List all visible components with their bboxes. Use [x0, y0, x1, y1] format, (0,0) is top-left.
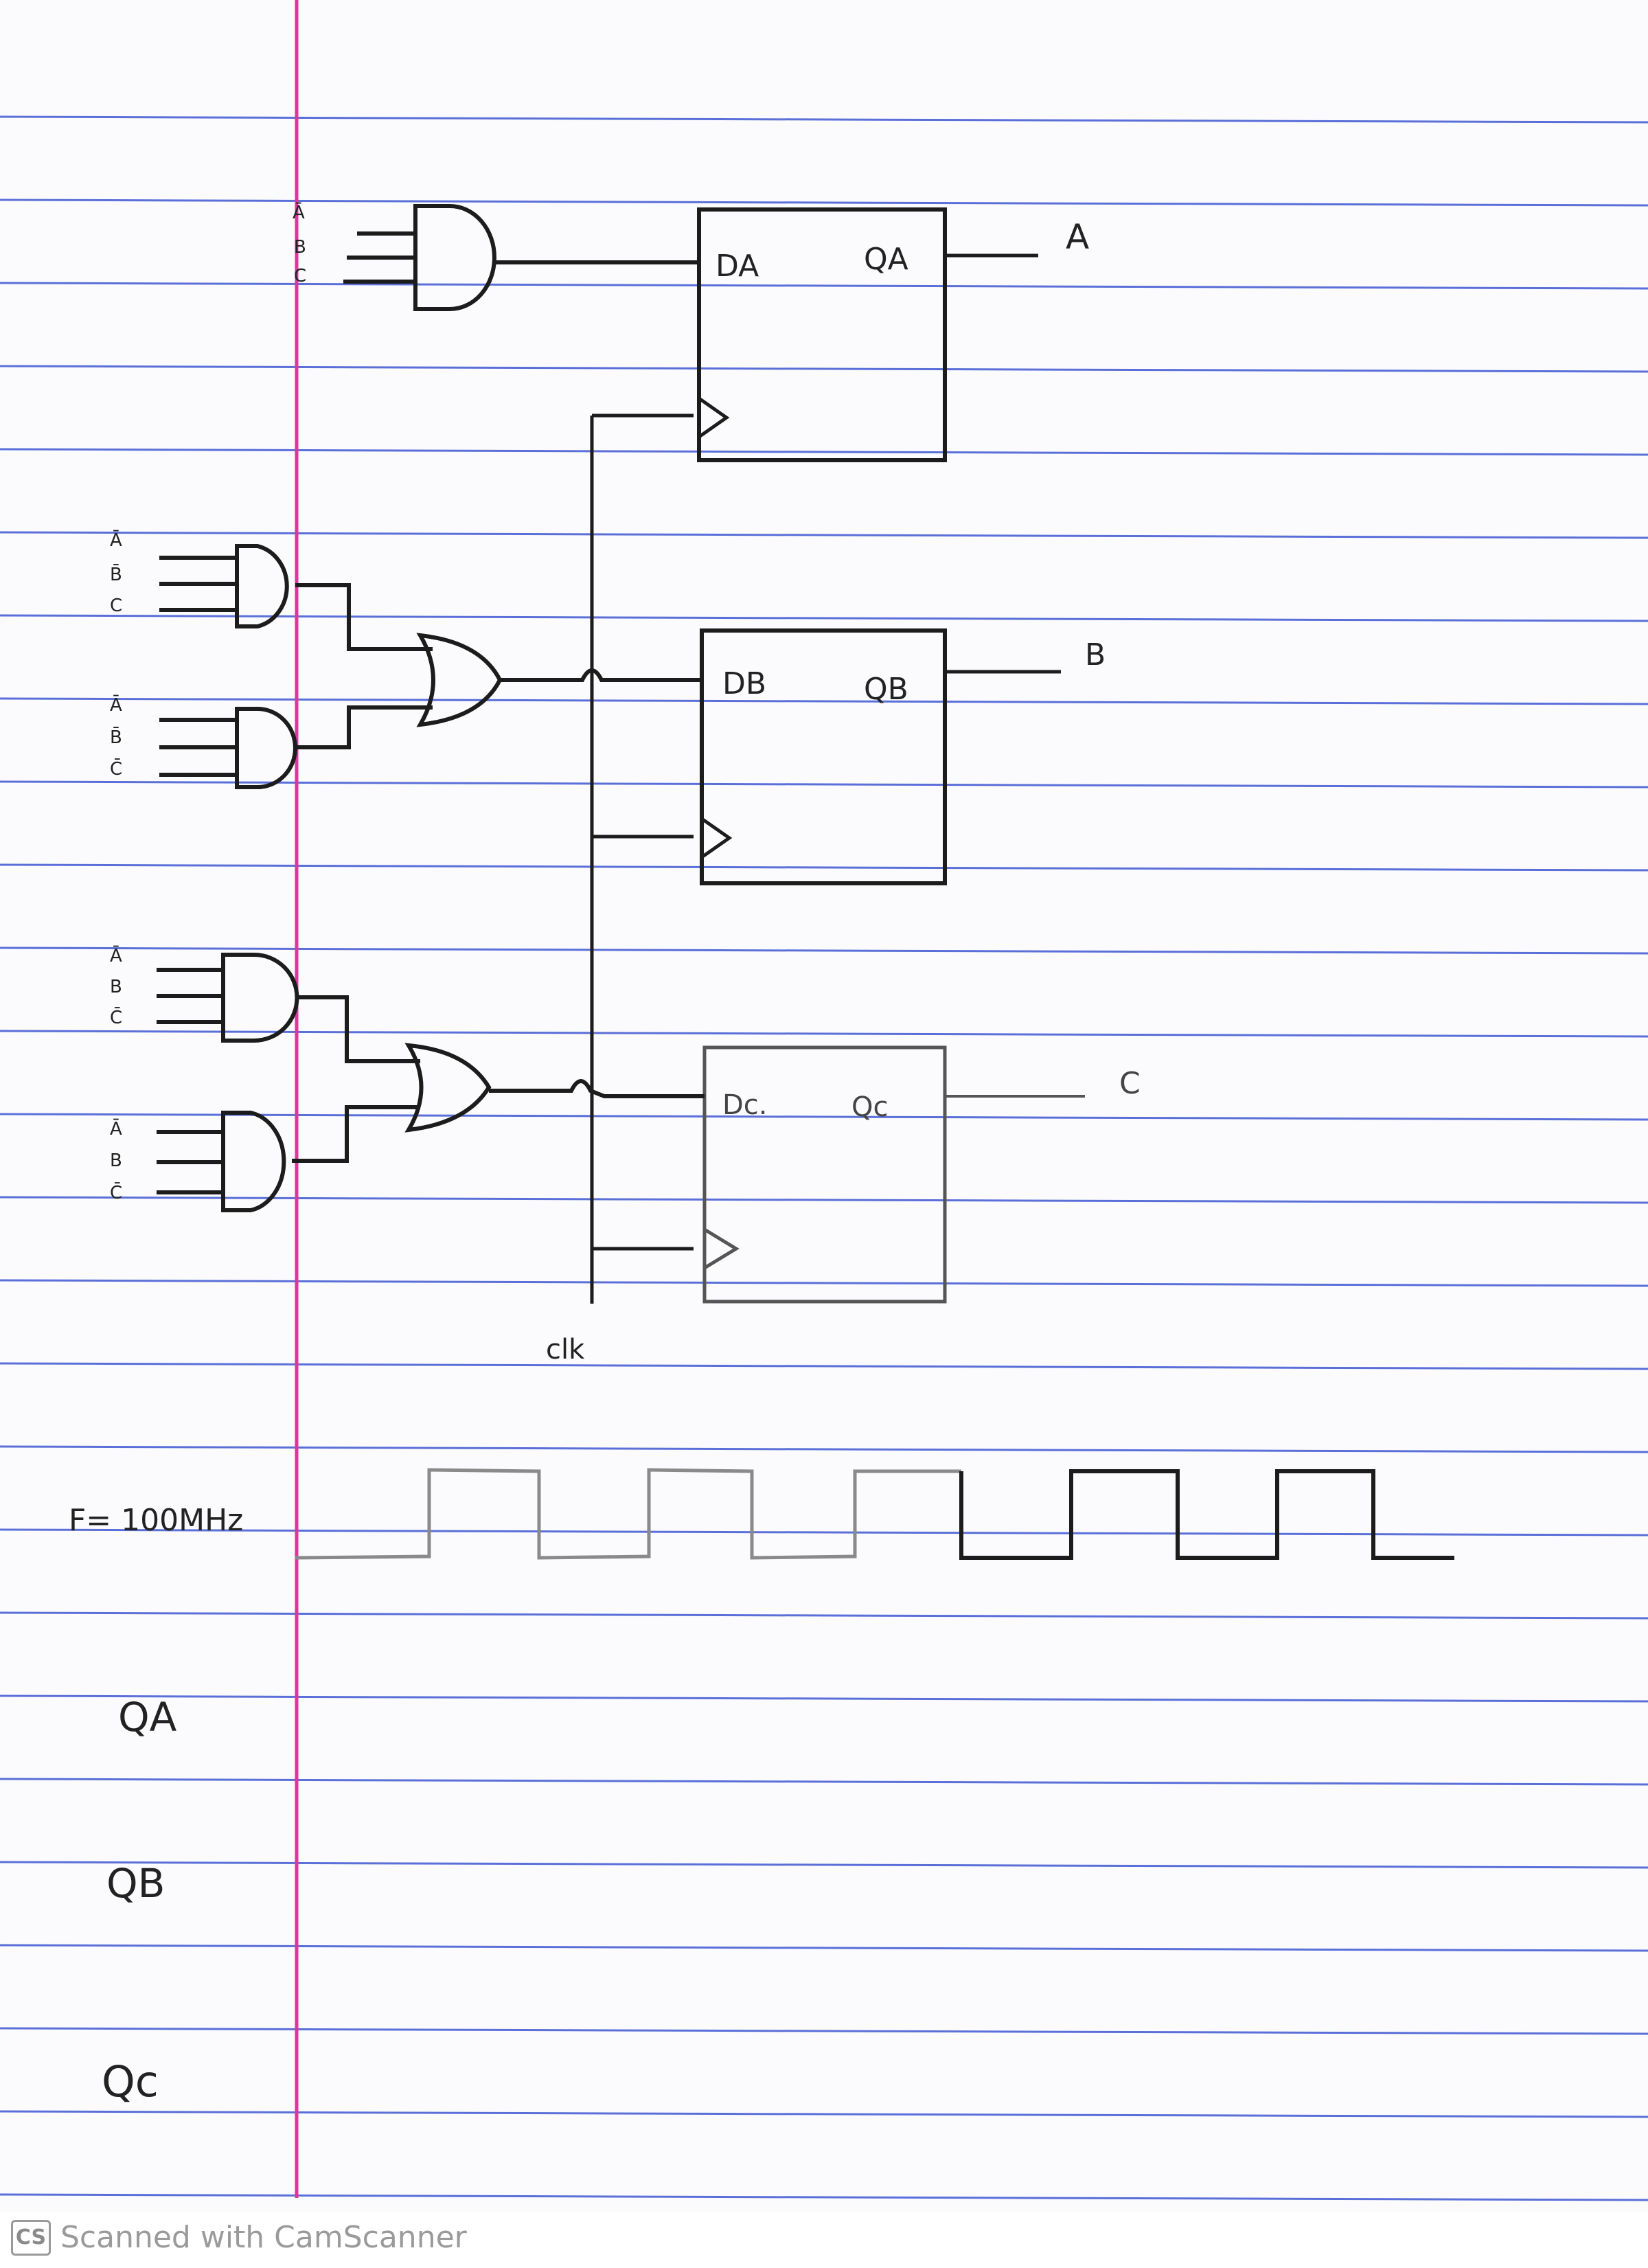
- flipflop-b-q-label: QB: [864, 672, 908, 707]
- ruled-lines: [0, 115, 1648, 2201]
- camscanner-logo: CS: [11, 2220, 51, 2256]
- flipflop-a-output-label: A: [1066, 217, 1089, 257]
- flipflop-b-clock-triangle: [700, 817, 733, 859]
- timing-row-label-qa: QA: [118, 1694, 177, 1740]
- scanner-footer: [0, 2212, 1648, 2268]
- flipflop-b-box: [700, 628, 947, 885]
- and-gate-1: [343, 204, 699, 311]
- clock-label: clk: [546, 1334, 585, 1365]
- flipflop-c-box: [702, 1045, 947, 1304]
- input-label: B̄: [110, 563, 122, 585]
- ruled-line: [0, 1611, 1648, 1620]
- input-label: C: [110, 596, 122, 616]
- and-gate-2-inputs: Ā B̄ C: [110, 530, 122, 616]
- ruled-line: [0, 1944, 1648, 1952]
- ruled-line: [0, 1445, 1648, 1453]
- or-gate-c: [292, 995, 705, 1163]
- diagram-canvas: clk DA QA A DB QB B Dc. Qc C: [0, 0, 1648, 2201]
- input-label: C: [294, 266, 306, 286]
- flipflop-a-d-label: DA: [716, 249, 759, 284]
- or-gate-b: [295, 583, 702, 749]
- and-gate-2: [159, 544, 289, 628]
- input-label: C̄: [110, 1006, 122, 1028]
- flipflop-a: DA QA A: [697, 207, 1089, 462]
- timing-row-label-qc: Qc: [102, 2056, 159, 2107]
- frequency-label: F= 100MHz: [69, 1503, 243, 1538]
- ruled-line: [0, 1279, 1648, 1287]
- flipflop-b-output-label: B: [1085, 637, 1106, 672]
- ruled-line: [0, 282, 1648, 290]
- flipflop-a-clock-triangle: [698, 396, 730, 439]
- timing-row-label-qb: QB: [106, 1860, 165, 1907]
- and-gate-1-inputs: Ā B C: [293, 202, 306, 286]
- ruled-line: [0, 531, 1648, 539]
- input-label: B: [110, 1150, 122, 1171]
- input-label: Ā: [293, 202, 305, 223]
- ruled-line: [0, 1861, 1648, 1869]
- ruled-line: [0, 448, 1648, 456]
- ruled-line: [0, 1362, 1648, 1370]
- input-label: Ā: [110, 530, 122, 551]
- flipflop-c-q-label: Qc: [851, 1091, 888, 1123]
- and-gate-5: [157, 1111, 286, 1212]
- ruled-line: [0, 614, 1648, 622]
- ruled-line: [0, 365, 1648, 373]
- ruled-line: [0, 697, 1648, 705]
- clock-waveform: [959, 1469, 1454, 1560]
- and-gate-3-inputs: Ā B̄ C̄: [110, 694, 122, 780]
- input-label: C̄: [110, 758, 122, 780]
- input-label: Ā: [110, 945, 122, 966]
- flipflop-c-clock-triangle: [703, 1227, 740, 1270]
- and-gate-5-inputs: Ā B C̄: [110, 1118, 122, 1203]
- clock-waveform-pencil: [295, 1468, 961, 1560]
- ruled-line: [0, 863, 1648, 872]
- ruled-line: [0, 199, 1648, 207]
- ruled-line: [0, 946, 1648, 955]
- flipflop-a-box: [697, 207, 947, 462]
- ruled-line: [0, 115, 1648, 124]
- ruled-line: [0, 1694, 1648, 1703]
- flipflop-c-output-label: C: [1119, 1066, 1141, 1101]
- camscanner-watermark: Scanned with CamScanner: [60, 2220, 467, 2255]
- ruled-line: [0, 2027, 1648, 2035]
- input-label: Ā: [110, 694, 122, 716]
- and-gate-3: [159, 707, 297, 789]
- input-label: B̄: [110, 726, 122, 748]
- ruled-line: [0, 1113, 1648, 1121]
- input-label: B: [110, 977, 122, 997]
- ruled-line: [0, 2110, 1648, 2118]
- flipflop-b: DB QB B: [700, 628, 1106, 885]
- flipflop-c-d-label: Dc.: [722, 1089, 768, 1121]
- input-label: Ā: [110, 1118, 122, 1139]
- ruled-line: [0, 1030, 1648, 1038]
- and-gate-4-inputs: Ā B C̄: [110, 945, 122, 1028]
- ruled-line: [0, 1196, 1648, 1204]
- flipflop-a-q-label: QA: [864, 242, 908, 277]
- ruled-line: [0, 1528, 1648, 1536]
- flipflop-c: Dc. Qc C: [702, 1045, 1141, 1304]
- flipflop-b-d-label: DB: [722, 666, 766, 701]
- input-label: C̄: [110, 1181, 122, 1203]
- clock-bus: [590, 413, 694, 1304]
- ruled-line: [0, 1778, 1648, 1786]
- ruled-line: [0, 2193, 1648, 2201]
- and-gate-4: [157, 953, 299, 1043]
- input-label: B: [294, 237, 306, 258]
